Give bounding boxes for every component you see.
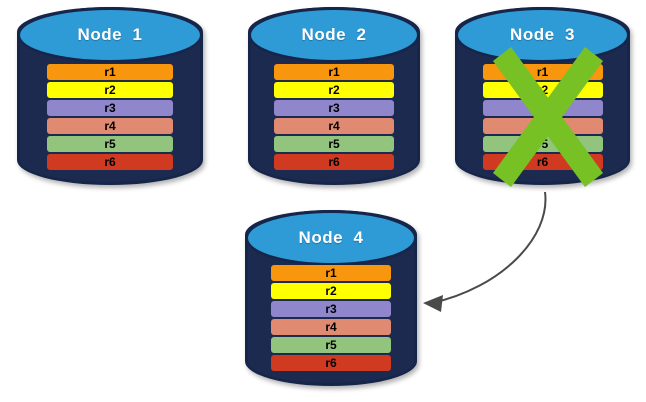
node-2-row-r2-label: r2 (328, 83, 340, 97)
node-1-row-r5-label: r5 (104, 137, 116, 151)
node-2-row-r3: r3 (274, 100, 394, 116)
node-2-row-r1: r1 (274, 64, 394, 80)
node-4-row-r2: r2 (271, 283, 391, 299)
node-3-row-r3: r3 (482, 100, 603, 116)
node-2-row-r3-label: r3 (328, 101, 340, 115)
node-1-row-r5: r5 (47, 136, 173, 152)
node-2-row-r5: r5 (274, 136, 394, 152)
node-4-row-r5-label: r5 (325, 338, 337, 352)
node-4-row-r4-label: r4 (325, 320, 337, 334)
node-2-rows: r1 r2 r3 r4 r5 r6 (248, 64, 420, 172)
node-1-row-r4: r4 (47, 118, 173, 134)
node-4-title: Node 4 (298, 228, 364, 247)
node-1-row-r3-label: r3 (104, 101, 116, 115)
node-3-row-r4: r4 (482, 118, 603, 134)
node-3-row-r5: r5 (482, 136, 603, 152)
node-4-row-r3: r3 (271, 301, 391, 317)
node-3-row-r1: r1 (482, 64, 603, 80)
node-3-row-r6: r6 (482, 154, 603, 170)
node-2-row-r6: r6 (274, 154, 394, 170)
node-1-row-r6: r6 (47, 154, 173, 170)
node-1-cylinder-top: Node 1 (17, 7, 203, 63)
node-2-row-r6-label: r6 (328, 155, 340, 169)
node-1-row-r1: r1 (47, 64, 173, 80)
node-3-row-r2: r2 (482, 82, 603, 98)
node-3-row-r4-label: r4 (536, 119, 549, 133)
node-4-row-r4: r4 (271, 319, 391, 335)
node-3-title: Node 3 (510, 25, 575, 44)
node-4-row-r2-label: r2 (325, 284, 337, 298)
node-4-row-r6: r6 (271, 355, 391, 371)
node-1-row-r6-label: r6 (104, 155, 116, 169)
node-4-row-r5: r5 (271, 337, 391, 353)
node-1-row-r3: r3 (47, 100, 173, 116)
node-2-row-r5-label: r5 (328, 137, 340, 151)
node-4-cylinder-top: Node 4 (245, 210, 417, 266)
node-3-row-r2-label: r2 (536, 83, 549, 97)
node-2-title: Node 2 (301, 25, 367, 44)
node-1-title: Node 1 (77, 25, 143, 44)
node-1-row-r2-label: r2 (104, 83, 116, 97)
node-2-row-r4-label: r4 (328, 119, 340, 133)
node-2-cylinder-top: Node 2 (248, 7, 420, 63)
node-1-row-r2: r2 (47, 82, 173, 98)
node-1-rows: r1 r2 r3 r4 r5 r6 (17, 64, 203, 172)
node-4-row-r3-label: r3 (325, 302, 337, 316)
node-3-row-r5-label: r5 (536, 137, 549, 151)
node-2-row-r1-label: r1 (328, 65, 340, 79)
node-3-row-r6-label: r6 (536, 155, 549, 169)
node-4-row-r1: r1 (271, 265, 391, 281)
node-2[interactable]: Node 2 r1 r2 r3 r4 r5 r6 (248, 7, 420, 185)
node-2-row-r2: r2 (274, 82, 394, 98)
node-1-row-r1-label: r1 (104, 65, 116, 79)
node-3-row-r1-label: r1 (536, 65, 549, 79)
node-4-row-r6-label: r6 (325, 356, 337, 370)
node-3[interactable]: Node 3 r1 r2 r3 r4 r5 r6 (455, 7, 630, 185)
node-4-rows: r1 r2 r3 r4 r5 r6 (245, 265, 417, 373)
node-3-cylinder-top: Node 3 (455, 7, 630, 63)
node-2-row-r4: r4 (274, 118, 394, 134)
node-3-rows: r1 r2 r3 r4 r5 r6 (455, 64, 630, 172)
node-1[interactable]: Node 1 r1 r2 r3 r4 r5 r6 (17, 7, 203, 185)
node-4-row-r1-label: r1 (325, 266, 337, 280)
node-1-row-r4-label: r4 (104, 119, 116, 133)
node-3-row-r3-label: r3 (536, 101, 549, 115)
node-4[interactable]: Node 4 r1 r2 r3 r4 r5 r6 (245, 210, 417, 386)
